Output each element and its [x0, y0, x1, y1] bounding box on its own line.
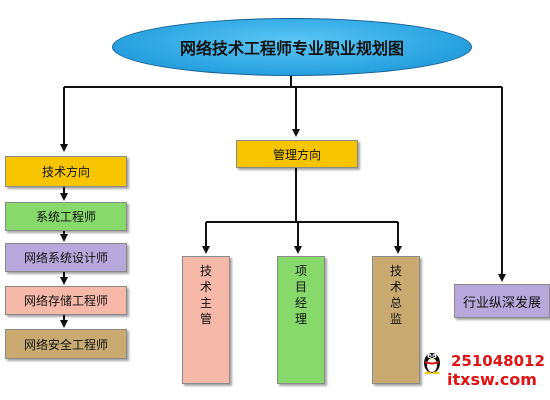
penguin-icon: [424, 353, 440, 374]
chain-label: 网络系统设计师: [23, 251, 108, 265]
industry-depth-box: 行业纵深发展: [454, 284, 550, 318]
watermark-site: itxsw.com: [447, 370, 537, 389]
diagram-title: 网络技术工程师专业职业规划图: [112, 18, 472, 76]
role-label: 技术主管: [199, 264, 212, 326]
role-label: 项目经理: [294, 264, 307, 326]
chain-box-security-engineer: 网络安全工程师: [5, 329, 127, 359]
tech-direction-box: 技术方向: [5, 156, 127, 187]
role-box-cto: 技术总监: [372, 256, 420, 384]
mgmt-direction-box: 管理方向: [236, 140, 358, 168]
role-label: 技术总监: [389, 264, 402, 326]
chain-label: 网络安全工程师: [23, 337, 108, 352]
chain-box-network-designer: 网络系统设计师: [5, 243, 127, 272]
industry-depth-label: 行业纵深发展: [462, 295, 541, 311]
watermark-number: 251048012: [451, 352, 545, 370]
chain-label: 网络存储工程师: [23, 294, 108, 308]
chain-box-system-engineer: 系统工程师: [5, 202, 127, 231]
chain-box-storage-engineer: 网络存储工程师: [5, 286, 127, 315]
mgmt-direction-label: 管理方向: [272, 147, 321, 162]
role-box-tech-lead: 技术主管: [182, 256, 230, 384]
role-box-project-manager: 项目经理: [277, 256, 325, 384]
chain-label: 系统工程师: [35, 210, 96, 224]
tech-direction-label: 技术方向: [41, 165, 90, 179]
